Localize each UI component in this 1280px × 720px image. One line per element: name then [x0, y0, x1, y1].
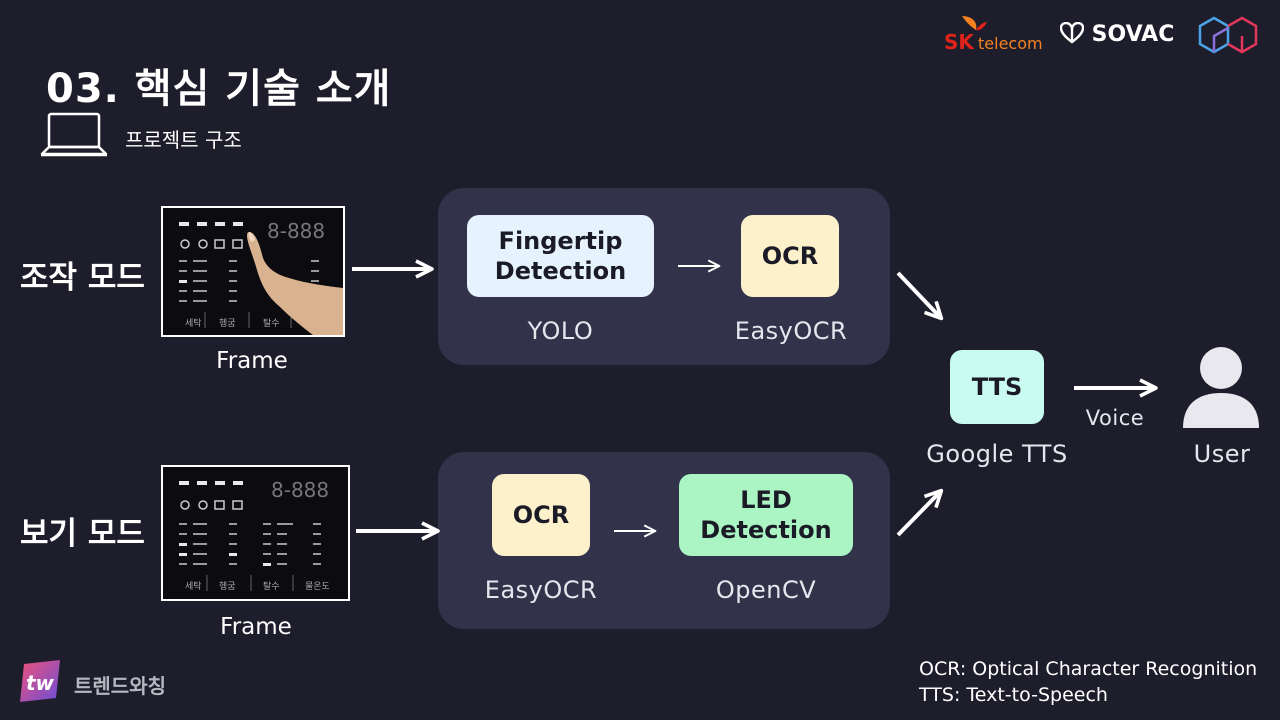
trendwatching-badge-text: tw — [26, 671, 55, 695]
panel-category-rinse-bottom: 헹굼 — [219, 581, 236, 592]
easyocr-caption-top: EasyOCR — [734, 317, 848, 345]
view-mode-label: 보기 모드 — [20, 516, 145, 552]
panel-category-wash: 세탁 — [185, 317, 202, 329]
legend-tts: TTS: Text-to-Speech — [919, 684, 1108, 706]
panel-category-rinse: 헹굼 — [219, 318, 236, 329]
page-subtitle: 프로젝트 구조 — [125, 128, 242, 152]
panel-display-text-bottom: 8-888 — [271, 478, 329, 502]
legend-ocr: OCR: Optical Character Recognition — [919, 658, 1258, 680]
sovac-word: SOVAC — [1091, 22, 1175, 47]
frame-image-view: 8-888 세탁 헹굼 탈수 — [161, 465, 350, 601]
frame-caption-operation: Frame — [216, 348, 288, 374]
trendwatching-badge-icon: tw — [20, 660, 60, 702]
operation-mode-label: 조작 모드 — [20, 260, 145, 296]
panel-category-spin: 탈수 — [263, 318, 280, 329]
sk-butterfly-icon — [962, 16, 987, 31]
led-detection-node: LED Detection — [679, 474, 853, 556]
easyocr-caption-bottom: EasyOCR — [484, 576, 598, 604]
sk-word: telecom — [978, 34, 1043, 53]
panel-category-spin-bottom: 탈수 — [263, 581, 280, 592]
panel-display-text: 8-888 — [267, 219, 325, 243]
washer-panel-with-finger-image: 8-888 세탁 헹굼 탈수 물온도 — [179, 219, 343, 335]
frame-caption-view: Frame — [220, 614, 292, 640]
arrow-bottom-to-tts — [896, 488, 944, 537]
google-tts-caption: Google TTS — [926, 440, 1068, 468]
trendwatching-watermark: 트렌드와칭 — [74, 674, 166, 698]
sk-telecom-logo: SK telecom — [944, 14, 1044, 54]
yolo-caption: YOLO — [527, 317, 594, 345]
washer-panel-image: 8-888 세탁 헹굼 탈수 — [179, 478, 330, 592]
sk-mark: SK — [944, 30, 974, 54]
sovac-logo: SOVAC — [1059, 21, 1175, 47]
arrow-top-to-tts — [896, 271, 944, 321]
laptop-icon — [40, 112, 108, 157]
voice-edge-label: Voice — [1085, 406, 1145, 430]
panel-category-wash-bottom: 세탁 — [185, 580, 202, 592]
panel-category-water-temp-bottom: 물온도 — [305, 581, 330, 592]
ocr-node-bottom: OCR — [492, 474, 590, 556]
sovac-heart-icon — [1059, 21, 1085, 44]
opencv-caption: OpenCV — [715, 576, 817, 604]
tts-node: TTS — [950, 350, 1044, 424]
user-icon — [1183, 347, 1259, 428]
ocr-node-top: OCR — [741, 215, 839, 297]
frame-image-operation: 8-888 세탁 헹굼 탈수 물온도 — [161, 206, 345, 337]
cube-logo-icon — [1198, 16, 1258, 54]
fingertip-detection-node: Fingertip Detection — [467, 215, 654, 297]
page-title: 03. 핵심 기술 소개 — [46, 66, 392, 112]
user-caption: User — [1193, 440, 1251, 468]
